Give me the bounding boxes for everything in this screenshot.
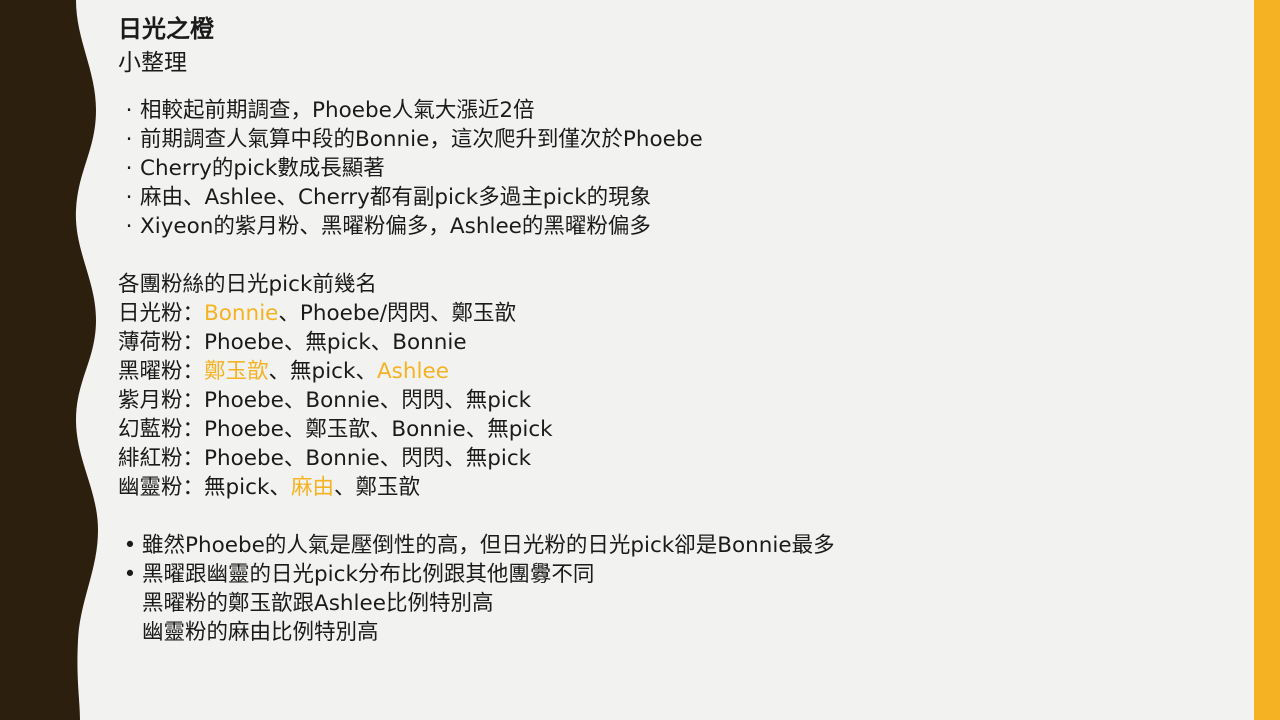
- summary-item: ·麻由、Ashlee、Cherry都有副pick多過主pick的現象: [118, 183, 1238, 212]
- summary-list: ·相較起前期調查，Phoebe人氣大漲近2倍 ·前期調查人氣算中段的Bonnie…: [118, 96, 1238, 241]
- right-accent-band: [1254, 0, 1280, 720]
- bullet-dot: •: [123, 533, 137, 558]
- fan-group-label: 黑曜粉: [118, 359, 183, 384]
- ranking-row: 黑曜粉：鄭玉歆、無pick、Ashlee: [118, 359, 449, 384]
- bullet-dot: •: [123, 562, 137, 587]
- highlighted-member: 麻由: [290, 475, 334, 500]
- summary-item: ·Cherry的pick數成長顯著: [118, 154, 1238, 183]
- conclusion-item: •黑曜跟幽靈的日光pick分布比例跟其他團釁不同: [118, 560, 1238, 589]
- highlighted-member: 鄭玉歆: [204, 359, 269, 384]
- fan-group-label: 幽靈粉: [118, 475, 183, 500]
- slide-title: 日光之橙: [118, 15, 214, 43]
- conclusion-list: •雖然Phoebe的人氣是壓倒性的高，但日光粉的日光pick卻是Bonnie最多…: [118, 531, 1238, 647]
- summary-item: ·相較起前期調查，Phoebe人氣大漲近2倍: [118, 96, 1238, 125]
- ranking-row: 日光粉：Bonnie、Phoebe/閃閃、鄭玉歆: [118, 301, 516, 326]
- ranking-row: 幽靈粉：無pick、麻由、鄭玉歆: [118, 475, 420, 500]
- conclusion-detail: 幽靈粉的麻由比例特別高: [142, 620, 379, 645]
- summary-item: ·Xiyeon的紫月粉、黑曜粉偏多，Ashlee的黑曜粉偏多: [118, 212, 1238, 241]
- conclusion-detail: 黑曜粉的鄭玉歆跟Ashlee比例特別高: [142, 591, 494, 616]
- fan-group-label: 日光粉: [118, 301, 183, 326]
- fan-group-label: 緋紅粉: [118, 446, 183, 471]
- summary-item: ·前期調查人氣算中段的Bonnie，這次爬升到僅次於Phoebe: [118, 125, 1238, 154]
- bullet-dot: ·: [125, 98, 133, 123]
- fan-group-label: 紫月粉: [118, 388, 183, 413]
- slide-subtitle: 小整理: [118, 50, 187, 76]
- ranking-row: 幻藍粉：Phoebe、鄭玉歆、Bonnie、無pick: [118, 417, 553, 442]
- bullet-dot: ·: [125, 156, 133, 181]
- ranking-heading: 各團粉絲的日光pick前幾名: [118, 272, 377, 297]
- bullet-dot: ·: [125, 214, 133, 239]
- ranking-row: 薄荷粉：Phoebe、無pick、Bonnie: [118, 330, 467, 355]
- fan-group-label: 幻藍粉: [118, 417, 183, 442]
- highlighted-member: Bonnie: [204, 301, 279, 326]
- left-decorative-band: [0, 0, 98, 720]
- bullet-dot: ·: [125, 127, 133, 152]
- ranking-section: 各團粉絲的日光pick前幾名 日光粉：Bonnie、Phoebe/閃閃、鄭玉歆 …: [118, 270, 1238, 502]
- ranking-row: 緋紅粉：Phoebe、Bonnie、閃閃、無pick: [118, 446, 532, 471]
- ranking-row: 紫月粉：Phoebe、Bonnie、閃閃、無pick: [118, 388, 532, 413]
- highlighted-member: Ashlee: [376, 359, 449, 384]
- conclusion-item: •雖然Phoebe的人氣是壓倒性的高，但日光粉的日光pick卻是Bonnie最多: [118, 531, 1238, 560]
- fan-group-label: 薄荷粉: [118, 330, 183, 355]
- slide-content: 日光之橙 小整理 ·相較起前期調查，Phoebe人氣大漲近2倍 ·前期調查人氣算…: [118, 12, 1238, 647]
- bullet-dot: ·: [125, 185, 133, 210]
